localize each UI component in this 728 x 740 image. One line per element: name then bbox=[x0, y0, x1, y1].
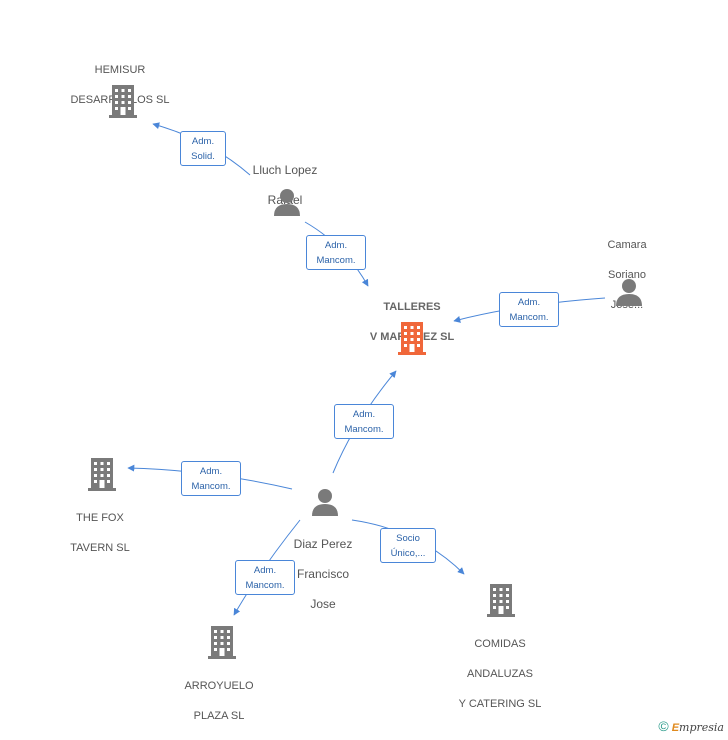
copyright-symbol: © bbox=[658, 718, 669, 734]
edge-label-lluch-talleres[interactable]: Adm. Mancom. bbox=[306, 235, 366, 270]
node-label-diaz[interactable]: Diaz Perez Francisco Jose bbox=[293, 537, 353, 611]
edge-label-diaz-talleres[interactable]: Adm. Mancom. bbox=[334, 404, 394, 439]
edge-label-diaz-arroyuelo[interactable]: Adm. Mancom. bbox=[235, 560, 295, 595]
person-icon[interactable] bbox=[311, 488, 339, 516]
building-icon[interactable] bbox=[207, 625, 237, 659]
edge-label-camara-talleres[interactable]: Adm. Mancom. bbox=[499, 292, 559, 327]
edge-label-diaz-comidas[interactable]: Socio Único,... bbox=[380, 528, 436, 563]
brand-logo-text: mpresia bbox=[679, 721, 724, 734]
node-label-camara[interactable]: Camara Soriano Jose... bbox=[607, 239, 647, 311]
building-icon[interactable] bbox=[87, 457, 117, 491]
node-label-lluch[interactable]: Lluch Lopez Rafael bbox=[252, 163, 318, 207]
node-label-arroyuelo[interactable]: ARROYUELO PLAZA SL bbox=[184, 680, 254, 722]
person-icon[interactable] bbox=[273, 188, 301, 216]
node-label-comidas[interactable]: COMIDAS ANDALUZAS Y CATERING SL bbox=[458, 638, 542, 710]
building-icon[interactable] bbox=[108, 84, 138, 118]
building-icon[interactable] bbox=[486, 583, 516, 617]
node-label-thefox[interactable]: THE FOX TAVERN SL bbox=[70, 512, 130, 554]
person-icon[interactable] bbox=[615, 278, 643, 306]
brand-logo-initial: E bbox=[671, 722, 680, 734]
building-icon[interactable] bbox=[397, 321, 427, 355]
edge-label-diaz-thefox[interactable]: Adm. Mancom. bbox=[181, 461, 241, 496]
footer-brand: ©Empresia bbox=[658, 718, 724, 734]
edge-label-lluch-hemisur[interactable]: Adm. Solid. bbox=[180, 131, 226, 166]
